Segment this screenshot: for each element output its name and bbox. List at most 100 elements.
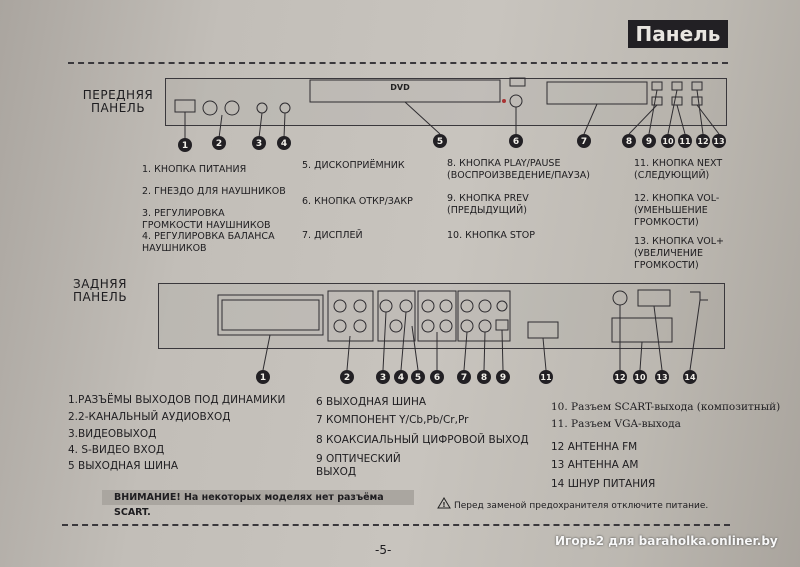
bottom-divider (62, 524, 730, 526)
rear-panel-device (158, 283, 725, 349)
rear-callout-6: 6 (430, 370, 444, 384)
svg-text:7: 7 (461, 373, 467, 383)
rear-item-7: 7 КОМПОНЕНТ Y/Cb,Pb/Cr,Pr (316, 414, 469, 426)
front-item-11: 11. КНОПКА NEXT (СЛЕДУЮЩИЙ) (634, 158, 723, 181)
standby-led-icon (502, 99, 506, 103)
rear-callout-14: 14 (683, 370, 697, 384)
rear-item-3: 3.ВИДЕОВЫХОД (68, 428, 157, 440)
front-callout-8: 8 (622, 134, 636, 148)
rear-item-1: 1.РАЗЪЁМЫ ВЫХОДОВ ПОД ДИНАМИКИ (68, 394, 286, 406)
svg-text:3: 3 (380, 373, 386, 383)
front-callout-4: 4 (277, 136, 291, 150)
rear-callout-12: 12 (613, 370, 627, 384)
svg-text:4: 4 (398, 373, 404, 383)
vol-minus-button-icon (691, 81, 703, 91)
front-callout-13: 13 (712, 134, 726, 148)
rear-callout-7: 7 (457, 370, 471, 384)
svg-text:14: 14 (684, 373, 696, 382)
svg-text:!: ! (442, 501, 445, 509)
fuse-warning: Перед заменой предохранителя отключите п… (454, 501, 709, 511)
front-item-8: 8. КНОПКА PLAY/PAUSE (ВОСПРОИЗВЕДЕНИЕ/ПА… (447, 158, 591, 181)
svg-text:1: 1 (182, 141, 188, 151)
rear-item-11: 11. Разъем VGA-выхода (551, 418, 681, 430)
power-button-icon (174, 99, 196, 113)
fm-antenna-port-icon (612, 290, 628, 306)
vol-plus-button-icon (691, 96, 703, 106)
display-window-icon (546, 81, 648, 105)
front-callout-6: 6 (509, 134, 523, 148)
front-callout-11: 11 (678, 134, 692, 148)
open-close-indicator-icon (509, 94, 523, 108)
open-close-button-icon (509, 77, 526, 87)
headphone-jack-icon (202, 100, 218, 116)
rear-item-10: 10. Разъем SCART-выхода (композитный) (551, 401, 781, 413)
balance-knob-icon (279, 102, 291, 114)
rear-item-8: 8 КОАКСИАЛЬНЫЙ ЦИФРОВОЙ ВЫХОД (316, 434, 529, 446)
headphone-jack-icon (224, 100, 240, 116)
rear-item-9: 9 ОПТИЧЕСКИЙ ВЫХОД (316, 453, 401, 478)
front-callout-1: 1 (178, 138, 192, 152)
front-item-7: 7. ДИСПЛЕЙ (302, 230, 363, 241)
svg-text:10: 10 (662, 137, 674, 146)
rear-callout-3: 3 (376, 370, 390, 384)
svg-text:8: 8 (626, 137, 632, 147)
svg-text:11: 11 (679, 137, 691, 146)
vga-port-icon (527, 321, 559, 339)
svg-text:12: 12 (614, 373, 625, 382)
front-panel-device (165, 78, 727, 126)
rear-panel-label: ЗАДНЯЯ ПАНЕЛЬ (72, 277, 128, 304)
play-pause-button-icon (651, 81, 663, 91)
next-button-icon (671, 96, 683, 106)
svg-text:11: 11 (540, 373, 552, 382)
scart-warning: ВНИМАНИЕ! На некоторых моделях нет разъё… (102, 490, 414, 518)
rear-item-6: 6 ВЫХОДНАЯ ШИНА (316, 396, 427, 408)
front-panel-label: ПЕРЕДНЯЯ ПАНЕЛЬ (82, 88, 154, 115)
rear-callout-10: 10 (633, 370, 647, 384)
front-item-13: 13. КНОПКА VOL+ (УВЕЛИЧЕНИЕ ГРОМКОСТИ) (634, 236, 724, 271)
svg-text:6: 6 (434, 373, 440, 383)
front-item-10: 10. КНОПКА STOP (447, 230, 535, 241)
stop-button-icon (671, 81, 683, 91)
rear-callout-2: 2 (340, 370, 354, 384)
volume-knob-icon (256, 102, 268, 114)
rear-callout-8: 8 (477, 370, 491, 384)
front-item-6: 6. КНОПКА ОТКР/ЗАКР (302, 196, 413, 207)
svg-text:8: 8 (481, 373, 487, 383)
rear-callout-13: 13 (655, 370, 669, 384)
svg-text:2: 2 (216, 139, 222, 149)
front-callouts: 1 2 3 4 5 6 7 8 9 10 11 12 13 (178, 134, 726, 152)
rear-item-14: 14 ШНУР ПИТАНИЯ (551, 478, 656, 490)
rear-item-2: 2.2-КАНАЛЬНЫЙ АУДИОВХОД (68, 411, 231, 423)
front-callout-3: 3 (252, 136, 266, 150)
svg-text:5: 5 (415, 373, 421, 383)
front-callout-12: 12 (696, 134, 710, 148)
svg-text:1: 1 (260, 373, 266, 383)
rear-item-13: 13 АНТЕННА АМ (551, 459, 639, 471)
warning-icon (437, 497, 451, 509)
svg-text:13: 13 (713, 137, 724, 146)
front-item-2: 2. ГНЕЗДО ДЛЯ НАУШНИКОВ (142, 186, 286, 197)
video-out-block-icon (377, 290, 416, 342)
front-callout-7: 7 (577, 134, 591, 148)
top-divider (68, 62, 728, 64)
page-title: Панель (628, 20, 728, 48)
watermark: Игорь2 для baraholka.onliner.by (555, 534, 778, 548)
rear-callout-9: 9 (496, 370, 510, 384)
svg-text:4: 4 (281, 139, 287, 149)
rear-callouts: 1 2 3 4 5 6 7 8 9 11 12 10 13 14 (256, 370, 697, 384)
svg-text:9: 9 (500, 373, 506, 383)
rear-item-5: 5 ВЫХОДНАЯ ШИНА (68, 460, 179, 472)
svg-text:2: 2 (344, 373, 350, 383)
rear-callout-1: 1 (256, 370, 270, 384)
front-item-12: 12. КНОПКА VOL- (УМЕНЬШЕНИЕ ГРОМКОСТИ) (634, 193, 720, 228)
optical-port-icon (495, 319, 509, 331)
front-item-4: 4. РЕГУЛИРОВКА БАЛАНСА НАУШНИКОВ (142, 231, 275, 254)
rear-item-4: 4. S-ВИДЕО ВХОД (68, 444, 165, 456)
front-item-5: 5. ДИСКОПРИЁМНИК (302, 160, 405, 171)
front-callout-5: 5 (433, 134, 447, 148)
svg-text:5: 5 (437, 137, 443, 147)
audio-in-block-icon (327, 290, 374, 342)
svg-text:10: 10 (634, 373, 646, 382)
svg-text:3: 3 (256, 139, 262, 149)
